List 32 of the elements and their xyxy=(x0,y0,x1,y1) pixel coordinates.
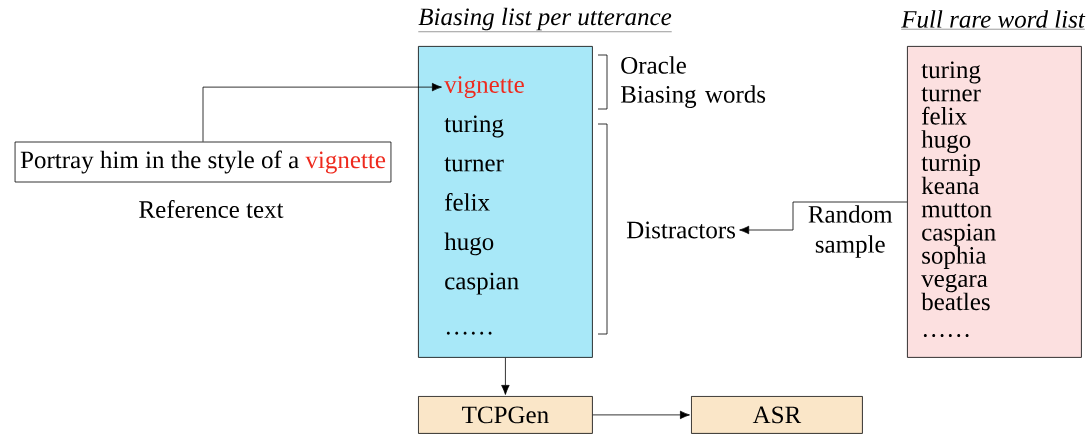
list-item: turing xyxy=(444,115,504,138)
list-item: keana xyxy=(921,176,980,195)
list-item: vegara xyxy=(921,273,988,293)
process-box: TCPGen xyxy=(418,396,593,434)
heading: Full rare word list xyxy=(901,10,1086,30)
arrow xyxy=(592,410,690,420)
list-item: felix xyxy=(444,193,490,211)
list-item: hugo xyxy=(921,130,971,153)
list-item: turner xyxy=(921,87,981,102)
bracket-label: Oracle Biasing words xyxy=(620,56,766,108)
list-item: beatles xyxy=(921,292,990,311)
arrow xyxy=(202,82,442,142)
arrow xyxy=(739,201,908,235)
list-item: turner xyxy=(444,157,504,172)
group-label: Distractors xyxy=(626,221,735,239)
arrow xyxy=(501,357,510,395)
list-item: sophia xyxy=(922,246,987,269)
list-item: turing xyxy=(921,61,981,84)
list-item: turnip xyxy=(921,154,980,177)
process-box: ASR xyxy=(691,396,863,434)
list-item: hugo xyxy=(444,232,494,256)
list-item: felix xyxy=(922,106,967,125)
list-item: …… xyxy=(446,331,492,335)
heading: Biasing list per utterance xyxy=(418,7,672,32)
list-item: caspian xyxy=(922,223,996,246)
node-label: Reference text xyxy=(139,200,284,218)
list-item: …… xyxy=(923,334,969,338)
text-box: Portray him in the style of a vignette xyxy=(14,141,392,183)
list-item: mutton xyxy=(921,203,992,218)
edge-label: Random sample xyxy=(808,205,893,258)
list-item: caspian xyxy=(445,272,519,295)
list-item: vignette xyxy=(444,76,524,99)
